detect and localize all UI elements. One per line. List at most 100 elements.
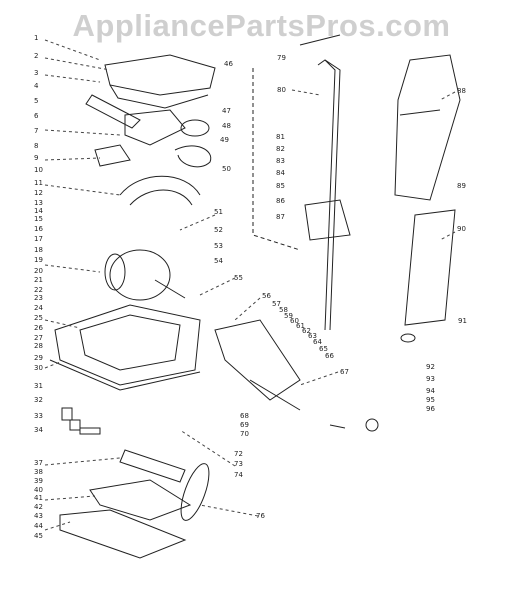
- bottom-plate: [59, 509, 187, 559]
- part-label-39: 39: [34, 477, 43, 485]
- leader-67: [299, 371, 339, 386]
- leader-76: [199, 504, 259, 517]
- part-label-7: 7: [34, 127, 38, 135]
- part-label-51: 51: [214, 208, 223, 216]
- part-label-79: 79: [277, 54, 286, 62]
- part-label-29: 29: [34, 354, 43, 362]
- handle-tube-2: [324, 59, 336, 331]
- part-label-15: 15: [34, 215, 43, 223]
- fan-shroud: [119, 175, 201, 196]
- fan-shroud-inner: [129, 189, 193, 206]
- part-label-3: 3: [34, 69, 38, 77]
- spring-rod: [249, 379, 301, 411]
- belt-guard: [89, 479, 192, 521]
- part-label-52: 52: [214, 226, 223, 234]
- bumper: [49, 359, 201, 391]
- axle: [79, 427, 101, 435]
- part-label-8: 8: [34, 142, 38, 150]
- part-label-81: 81: [276, 133, 285, 141]
- part-label-73: 73: [234, 460, 243, 468]
- part-label-58: 58: [279, 306, 288, 314]
- part-label-90: 90: [457, 225, 466, 233]
- motor-end: [104, 253, 126, 291]
- leader-41: [44, 495, 96, 501]
- part-label-5: 5: [34, 97, 38, 105]
- leader-2: [44, 57, 111, 71]
- handle-grip: [299, 34, 341, 46]
- part-label-14: 14: [34, 207, 43, 215]
- base-housing: [54, 304, 201, 386]
- leader-8: [44, 129, 121, 136]
- leader-30: [44, 361, 61, 369]
- leader-55: [199, 277, 236, 296]
- part-label-6: 6: [34, 112, 39, 120]
- base-housing-top: [79, 314, 181, 371]
- part-label-96: 96: [426, 405, 435, 413]
- part-label-9: 9: [34, 154, 38, 162]
- leader-37: [44, 457, 121, 466]
- part-label-56: 56: [262, 292, 271, 300]
- part-label-55: 55: [234, 274, 243, 282]
- part-label-83: 83: [276, 157, 285, 165]
- motor-shaft: [154, 279, 186, 299]
- part-label-72: 72: [234, 450, 243, 458]
- outer-bag: [394, 54, 461, 201]
- part-label-70: 70: [240, 430, 249, 438]
- part-label-62: 62: [302, 327, 311, 335]
- part-label-54: 54: [214, 257, 223, 265]
- part-label-92: 92: [426, 363, 435, 371]
- cover-tube: [404, 209, 456, 326]
- knob: [180, 119, 210, 137]
- part-label-57: 57: [272, 300, 281, 308]
- switch-housing: [124, 109, 186, 146]
- part-label-48: 48: [222, 122, 231, 130]
- leader-26: [44, 319, 81, 329]
- part-label-50: 50: [222, 165, 231, 173]
- part-label-93: 93: [426, 375, 435, 383]
- part-label-26: 26: [34, 324, 43, 332]
- cord: [174, 145, 212, 168]
- wheel-1: [61, 407, 73, 421]
- part-label-45: 45: [34, 532, 43, 540]
- part-label-59: 59: [284, 312, 293, 320]
- small-spring: [329, 424, 346, 429]
- part-label-30: 30: [34, 364, 43, 372]
- part-label-27: 27: [34, 334, 43, 342]
- bracket: [94, 144, 131, 167]
- part-label-69: 69: [240, 421, 249, 429]
- part-label-34: 34: [34, 426, 43, 434]
- part-label-33: 33: [34, 412, 43, 420]
- leader-20: [44, 264, 101, 273]
- part-number-labels: 1234567891011121314151617181920212223242…: [34, 34, 467, 540]
- dashed-handle-link: [252, 68, 301, 251]
- wheel-2: [69, 419, 81, 431]
- outer-bag-fold: [399, 109, 441, 116]
- part-label-82: 82: [276, 145, 285, 153]
- leader-44: [44, 521, 71, 531]
- part-label-49: 49: [220, 136, 229, 144]
- part-label-76: 76: [256, 512, 265, 520]
- part-label-10: 10: [34, 166, 43, 174]
- leader-90: [439, 231, 456, 241]
- part-label-16: 16: [34, 225, 43, 233]
- brush-roll: [119, 449, 186, 483]
- part-label-32: 32: [34, 396, 43, 404]
- part-label-25: 25: [34, 314, 43, 322]
- handle-bracket: [304, 199, 351, 241]
- part-label-1: 1: [34, 34, 38, 42]
- part-label-18: 18: [34, 246, 43, 254]
- part-label-89: 89: [457, 182, 466, 190]
- part-label-67: 67: [340, 368, 349, 376]
- leader-10: [44, 157, 101, 161]
- part-label-37: 37: [34, 459, 43, 467]
- part-label-86: 86: [276, 197, 285, 205]
- part-label-74: 74: [234, 471, 243, 479]
- part-label-31: 31: [34, 382, 43, 390]
- part-label-28: 28: [34, 342, 43, 350]
- part-label-60: 60: [290, 317, 299, 325]
- part-label-46: 46: [224, 60, 233, 68]
- part-label-94: 94: [426, 387, 435, 395]
- leader-80: [291, 89, 321, 96]
- leader-56: [234, 297, 261, 321]
